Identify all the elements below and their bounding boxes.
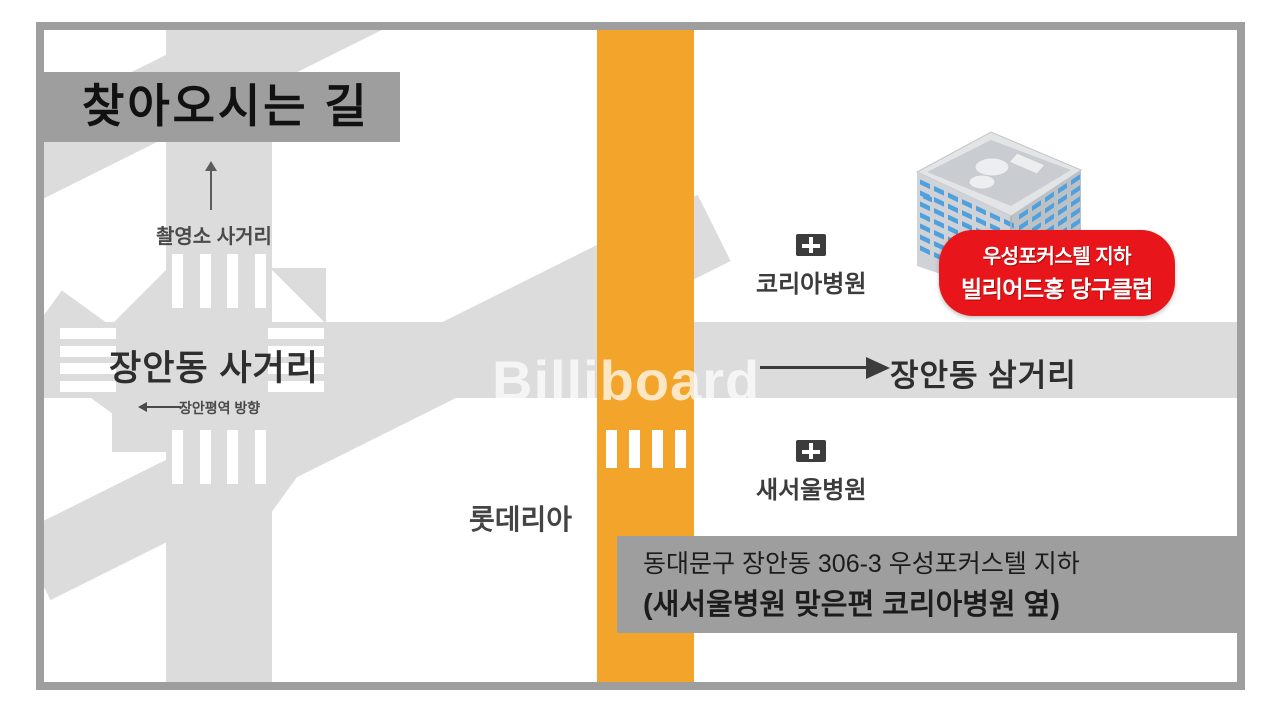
page-title: 찾아오시는 길 — [82, 80, 370, 132]
crosswalk-orange-road — [606, 430, 686, 468]
crosswalk-stripe — [254, 254, 266, 308]
crosswalk-stripe — [268, 328, 324, 339]
page-title-plate: 찾아오시는 길 — [44, 72, 400, 143]
hospital-cross-icon — [796, 440, 827, 462]
poi-korea-hospital: 코리아병원 — [756, 234, 866, 299]
label-janganpyeong-direction: 장안평역 방향 — [179, 400, 261, 416]
red-callout-line-2: 빌리어드홍 당구클럽 — [961, 276, 1153, 302]
crosswalk-stripe — [199, 430, 211, 484]
label-jangandong-samgeori: 장안동 삼거리 — [890, 358, 1077, 393]
crosswalk-stripe — [227, 430, 239, 484]
crosswalk-stripe — [60, 345, 116, 357]
address-bar: 동대문구 장안동 306-3 우성포커스텔 지하 (새서울병원 맞은편 코리아병… — [617, 536, 1237, 633]
crosswalk-stripe — [675, 430, 686, 468]
arrow-up-icon — [205, 161, 217, 210]
crosswalk-east — [268, 328, 324, 392]
crosswalk-stripe — [606, 430, 617, 468]
crosswalk-stripe — [652, 430, 663, 468]
label-chwalyeongso-sageori: 촬영소 사거리 — [156, 226, 272, 248]
crosswalk-stripe — [268, 380, 324, 392]
crosswalk-stripe — [60, 380, 116, 392]
map-canvas: Billiboard 찾아오시는 길 촬영소 사거리 장안동 사거리 장안평역 … — [44, 30, 1237, 682]
arrow-left-icon — [138, 402, 181, 412]
map-frame: Billiboard 찾아오시는 길 촬영소 사거리 장안동 사거리 장안평역 … — [36, 22, 1245, 690]
label-lotteria: 롯데리아 — [469, 504, 573, 535]
crosswalk-stripe — [268, 345, 324, 357]
crosswalk-stripe — [60, 328, 116, 339]
address-line-1: 동대문구 장안동 306-3 우성포커스텔 지하 — [643, 550, 1080, 578]
poi-saeseoul-hospital-label: 새서울병원 — [756, 477, 867, 504]
crosswalk-stripe — [172, 430, 183, 484]
hospital-cross-icon — [796, 234, 827, 256]
crosswalk-stripe — [227, 254, 239, 308]
crosswalk-stripe — [254, 430, 266, 484]
crosswalk-stripe — [268, 363, 324, 375]
crosswalk-stripe — [172, 254, 183, 308]
red-callout-label: 우성포커스텔 지하 빌리어드홍 당구클럽 — [939, 230, 1175, 316]
address-line-2: (새서울병원 맞은편 코리아병원 옆) — [643, 589, 1061, 621]
crosswalk-stripe — [629, 430, 640, 468]
intersection-fillet-top-left — [112, 268, 168, 324]
poi-korea-hospital-label: 코리아병원 — [756, 271, 867, 298]
poi-saeseoul-hospital: 새서울병원 — [756, 440, 866, 505]
red-callout-line-1: 우성포커스텔 지하 — [982, 246, 1132, 268]
crosswalk-south — [172, 430, 266, 484]
intersection-fillet-top-right — [270, 268, 326, 324]
intersection-fillet-bottom-right — [270, 396, 326, 452]
crosswalk-west — [60, 328, 116, 392]
crosswalk-stripe — [199, 254, 211, 308]
label-jangandong-sageori: 장안동 사거리 — [109, 349, 319, 388]
crosswalk-north — [172, 254, 266, 308]
arrow-right-icon — [760, 357, 890, 379]
crosswalk-stripe — [60, 363, 116, 375]
